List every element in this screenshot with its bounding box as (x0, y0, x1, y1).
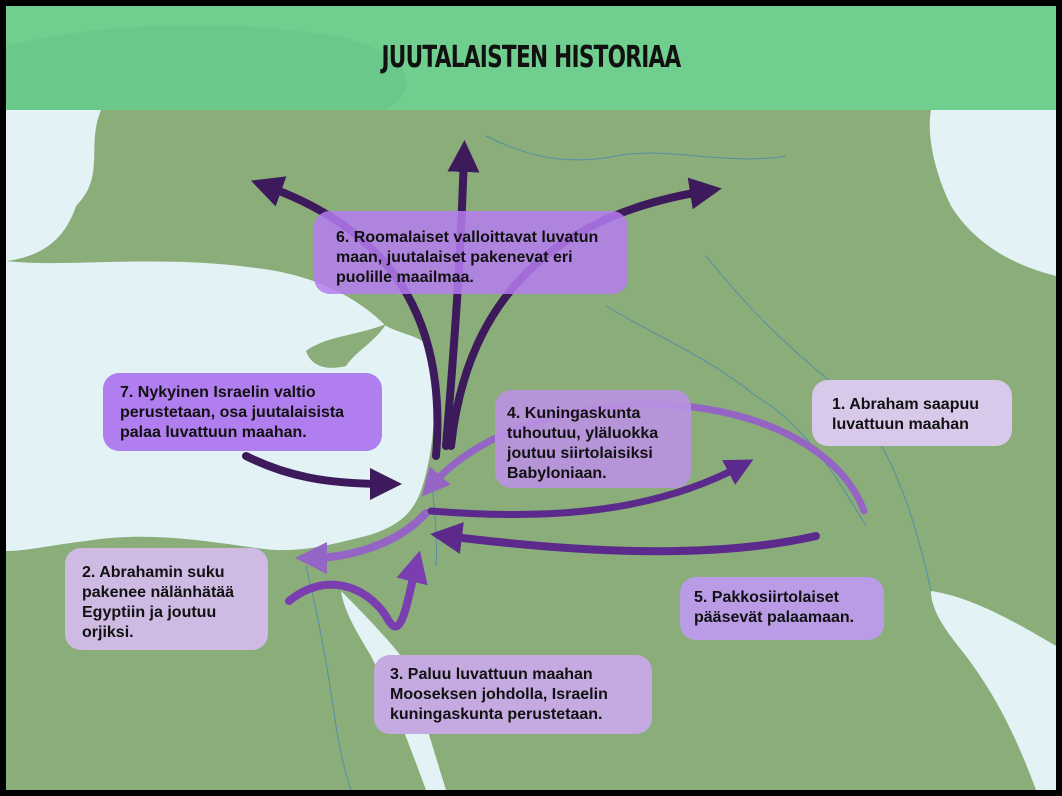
event-box-5: 5. Pakkosiirtolaiset pääsevät palaamaan. (680, 577, 884, 640)
black-sea (6, 25, 407, 111)
arrow-6-west (250, 176, 442, 460)
event-text-7: 7. Nykyinen Israelin valtio perustetaan,… (120, 384, 345, 441)
event-box-6: 6. Roomalaiset valloittavat luvatun maan… (314, 211, 628, 294)
caspian-sea (929, 110, 1056, 276)
arrow-7-modern (242, 452, 402, 500)
event-text-2: 2. Abrahamin suku pakenee nälänhätää Egy… (82, 564, 235, 641)
page-title: JUUTALAISTEN HISTORIAA (381, 40, 681, 75)
event-box-2: 2. Abrahamin suku pakenee nälänhätää Egy… (65, 548, 268, 650)
cyprus (306, 324, 386, 368)
event-box-4: 4. Kuningaskunta tuhoutuu, yläluokka jou… (495, 390, 691, 488)
arrow-2-egypt (295, 509, 430, 574)
arrow-3-exodus (285, 550, 428, 631)
event-text-4: 4. Kuningaskunta tuhoutuu, yläluokka jou… (507, 405, 659, 482)
event-box-7: 7. Nykyinen Israelin valtio perustetaan,… (103, 373, 382, 451)
event-box-3: 3. Paluu luvattuun maahan Mooseksen johd… (374, 655, 652, 734)
aegean-sea (6, 110, 101, 261)
persian-gulf (931, 591, 1056, 790)
event-text-6: 6. Roomalaiset valloittavat luvatun maan… (336, 229, 599, 286)
map-frame: JUUTALAISTEN HISTORIAA 6. Roomalaiset va… (6, 6, 1056, 790)
event-text-1: 1. Abraham saapuu luvattuun maahan (832, 396, 980, 433)
event-text-3: 3. Paluu luvattuun maahan Mooseksen johd… (390, 666, 608, 723)
arrow-4-babylon (427, 459, 754, 519)
arrow-5-return (430, 522, 820, 556)
event-text-5: 5. Pakkosiirtolaiset pääsevät palaamaan. (694, 589, 855, 626)
event-box-1: 1. Abraham saapuu luvattuun maahan (812, 380, 1012, 446)
